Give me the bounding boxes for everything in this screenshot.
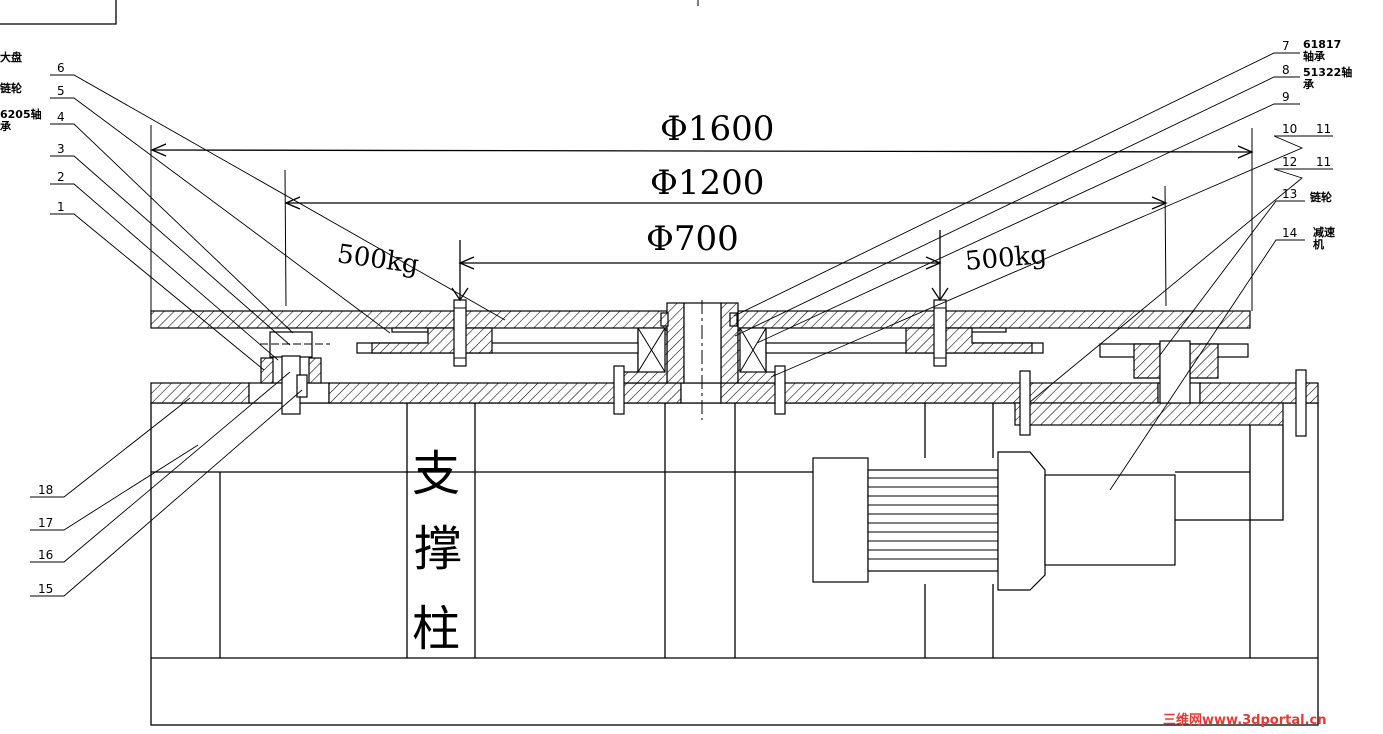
central-hub xyxy=(619,300,785,420)
part-num-10: 10 xyxy=(1282,122,1297,136)
part-num-18: 18 xyxy=(38,483,53,497)
bolt-left xyxy=(453,299,467,367)
title-block-corner xyxy=(0,0,117,25)
note-51322-line2: 承 xyxy=(1303,77,1315,91)
leaders-left xyxy=(50,74,506,371)
dimension-lines xyxy=(150,125,1254,311)
support-column-char-3: 柱 xyxy=(412,601,460,657)
dim-1600: Φ1600 xyxy=(660,109,774,149)
note-big-plate: 大盘 xyxy=(0,50,22,64)
part-num-11b: 11 xyxy=(1316,155,1331,169)
note-61817-line2: 轴承 xyxy=(1303,49,1326,63)
note-sprocket-left: 链轮 xyxy=(0,81,22,95)
part-num-5: 5 xyxy=(57,84,65,98)
part-num-8: 8 xyxy=(1282,63,1290,77)
motor-reducer xyxy=(812,425,1284,591)
note-sprocket-13: 链轮 xyxy=(1310,190,1332,204)
part-num-3: 3 xyxy=(57,142,65,156)
part-num-4: 4 xyxy=(57,110,65,124)
load-left: 500kg xyxy=(335,239,420,280)
base-bolts xyxy=(613,365,1307,437)
note-6205-line2: 承 xyxy=(0,119,12,133)
part-num-15: 15 xyxy=(38,582,53,596)
part-num-9: 9 xyxy=(1282,90,1290,104)
top-disc xyxy=(150,310,1251,333)
part-num-2: 2 xyxy=(57,170,65,184)
note-61817-line1: 61817 xyxy=(1303,38,1341,51)
note-51322-line1: 51322轴 xyxy=(1303,65,1352,79)
dim-1200: Φ1200 xyxy=(650,163,764,203)
note-6205-line1: 6205轴 xyxy=(0,107,42,121)
support-frame xyxy=(150,402,1319,726)
note-reducer-line1: 减速 xyxy=(1313,225,1335,239)
part-num-12: 12 xyxy=(1282,155,1297,169)
support-column-char-2: 撑 xyxy=(414,521,462,577)
base-plate xyxy=(150,382,1319,426)
part-num-17: 17 xyxy=(38,516,53,530)
leaders-right xyxy=(733,52,1333,491)
part-num-11a: 11 xyxy=(1316,122,1331,136)
roller-assembly-left xyxy=(260,331,330,415)
part-num-1: 1 xyxy=(57,200,65,214)
part-num-14: 14 xyxy=(1282,226,1297,240)
support-column-char-1: 支 xyxy=(412,446,460,502)
part-num-6: 6 xyxy=(57,61,65,75)
load-right: 500kg xyxy=(964,240,1048,277)
leaders-bottom xyxy=(30,371,303,597)
note-reducer-line2: 机 xyxy=(1313,237,1324,251)
bolt-right xyxy=(933,299,947,367)
part-num-16: 16 xyxy=(38,548,53,562)
watermark: 三维网www.3dportal.cn xyxy=(1163,712,1326,728)
part-num-13: 13 xyxy=(1282,187,1297,201)
dim-700: Φ700 xyxy=(646,219,739,259)
part-num-7: 7 xyxy=(1282,39,1290,53)
sprocket-assembly-right xyxy=(1099,340,1249,404)
